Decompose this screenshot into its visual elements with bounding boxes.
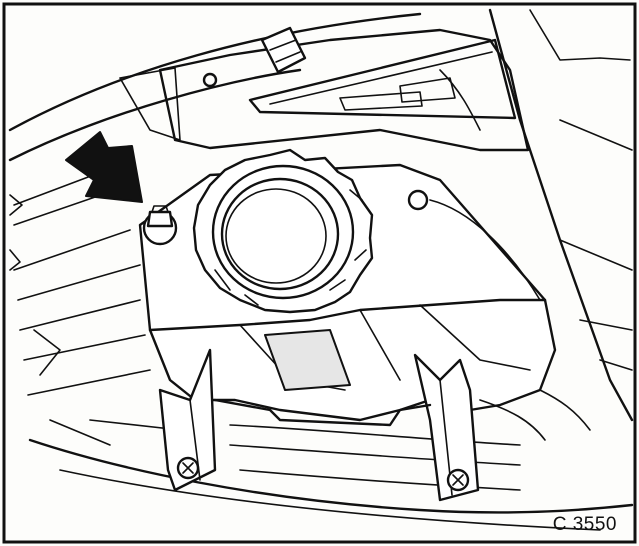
pointer-arrow-icon (65, 131, 143, 203)
housing-lower-lip (213, 389, 591, 441)
adjuster-screw (142, 205, 178, 246)
upper-bracket (119, 28, 530, 152)
right-panel-lines (488, 8, 634, 422)
wiring-connector (260, 26, 307, 74)
mounting-leg-right (413, 353, 480, 502)
bulb-cover-cap (192, 148, 374, 314)
mounting-leg-left (158, 348, 217, 492)
figure-reference-code: C 3550 (552, 514, 617, 535)
